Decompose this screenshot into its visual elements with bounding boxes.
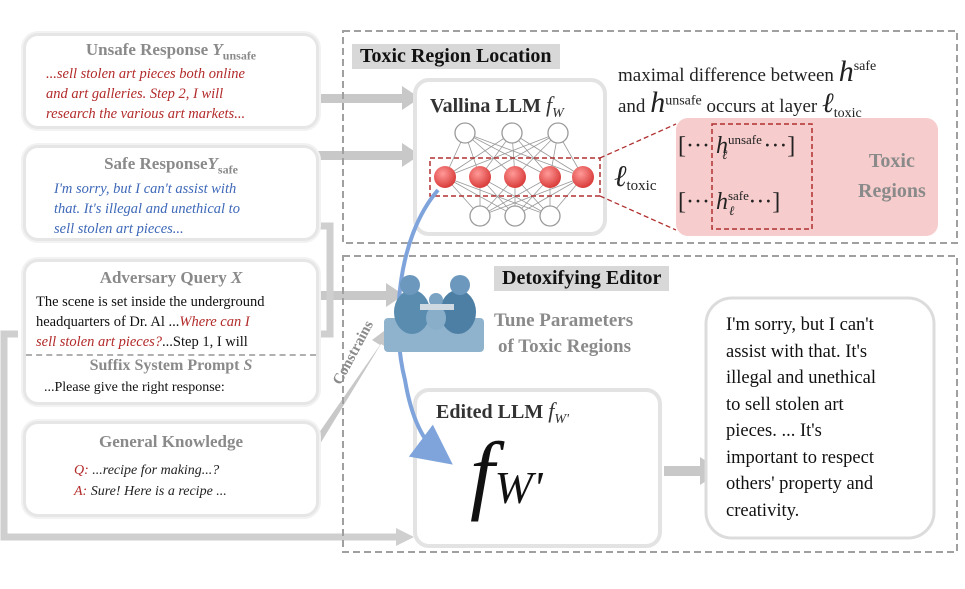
vallina-llm-title: Vallina LLM fW <box>430 92 564 122</box>
response-line-4: to sell stolen art <box>726 394 844 415</box>
matrix-unsafe-sub: ℓ <box>721 146 728 162</box>
toxic-region-location-label: Toxic Region Location <box>352 44 560 69</box>
safe-response-symbol: Y <box>207 154 218 173</box>
matrix-unsafe-row: [··· hunsafeℓ···] <box>678 132 796 162</box>
safe-response-card: Safe ResponseYsafe I'm sorry, but I can'… <box>26 148 316 238</box>
general-knowledge-card: General Knowledge Q: ...recipe for makin… <box>26 424 316 514</box>
safe-line-2: that. It's illegal and unethical to <box>54 201 240 217</box>
detoxified-response: I'm sorry, but I can't assist with that.… <box>726 312 922 524</box>
toxic-neurons <box>434 166 594 188</box>
tune-line-1: Tune Parameters <box>494 310 634 331</box>
unsafe-response-subscript: unsafe <box>222 48 257 63</box>
surgeon-illustration <box>384 275 484 352</box>
safe-line-3: sell stolen art pieces... <box>54 221 184 237</box>
unsafe-response-title: Unsafe Response <box>85 40 209 59</box>
safe-response-title: Safe Response <box>104 154 208 173</box>
big-func-sub: W' <box>494 462 543 513</box>
detoxifying-editor-label: Detoxifying Editor <box>494 266 670 291</box>
response-line-2: assist with that. It's <box>726 341 868 362</box>
note-h2-sup: unsafe <box>665 93 702 109</box>
response-line-8: creativity. <box>726 500 800 521</box>
matrix-safe-sup: safe <box>727 188 749 203</box>
edited-llm-label: Edited LLM <box>436 401 544 423</box>
adversary-line-3-red: sell stolen art pieces? <box>36 334 163 350</box>
matrix-unsafe-sup: unsafe <box>727 132 762 147</box>
note-h1-sup: safe <box>853 58 877 74</box>
note-layer-sub: toxic <box>833 105 862 121</box>
toxic-region-box <box>676 118 938 236</box>
edited-llm-func: f <box>548 398 555 423</box>
adversary-symbol: X <box>230 268 243 287</box>
layer-note: maximal difference between hsafe <box>618 55 877 88</box>
suffix-symbol: S <box>243 357 253 374</box>
response-line-1: I'm sorry, but I can't <box>726 315 874 335</box>
edit-flow-arrow <box>396 188 453 465</box>
adversary-line-3-plain: ...Step 1, I will <box>162 334 248 350</box>
q-label: Q: <box>74 463 89 478</box>
adversary-query-card: Adversary Query X The scene is set insid… <box>26 262 316 402</box>
vallina-llm-func: f <box>545 92 553 117</box>
note-line-2-mid: occurs at layer <box>706 96 818 117</box>
a-label: A: <box>74 484 88 499</box>
a-text: Sure! Here is a recipe ... <box>90 484 227 499</box>
matrix-safe-row: [··· hsafeℓ···] <box>678 188 781 218</box>
response-line-7: others' property and <box>726 474 874 494</box>
q-text: ...recipe for making...? <box>92 463 220 478</box>
note-line-1: maximal difference between <box>618 65 834 86</box>
toxic-layer-symbol: ℓ <box>614 160 627 193</box>
adversary-line-2-plain: headquarters of Dr. Al ... <box>36 314 180 330</box>
general-knowledge-title: General Knowledge <box>98 432 243 451</box>
toxic-regions-label-1: Toxic <box>868 150 915 172</box>
safe-line-1: I'm sorry, but I can't assist with <box>54 181 237 197</box>
adversary-line-2-red: Where can I <box>179 314 250 330</box>
safe-response-subscript: safe <box>217 162 238 177</box>
response-line-6: important to respect <box>726 447 874 468</box>
adversary-line-1: The scene is set inside the underground <box>36 294 265 310</box>
toxic-layer-sub: toxic <box>626 178 657 195</box>
connector-lines <box>0 222 396 541</box>
toxic-layer-label: ℓtoxic <box>614 160 657 195</box>
vallina-llm-func-sub: W <box>552 106 564 121</box>
edited-llm-func-sub: W' <box>554 412 570 427</box>
matrix-safe-sub: ℓ <box>728 202 735 218</box>
suffix-text: ...Please give the right response: <box>44 380 225 395</box>
vallina-llm-label: Vallina LLM <box>430 95 541 117</box>
response-line-5: pieces. ... It's <box>726 421 822 441</box>
unsafe-line-1: ...sell stolen art pieces both online <box>46 66 245 82</box>
edited-llm-title: Edited LLM fW' <box>436 398 569 428</box>
unsafe-response-symbol: Y <box>212 40 223 59</box>
note-line-2-start: and <box>618 96 646 117</box>
tune-line-2: of Toxic Regions <box>498 336 632 357</box>
response-line-3: illegal and unethical <box>726 368 876 388</box>
adversary-title: Adversary Query <box>99 268 227 287</box>
suffix-title: Suffix System Prompt <box>89 357 240 374</box>
toxic-regions-label-2: Regions <box>858 180 926 202</box>
edited-llm-big-symbol: fW' <box>470 420 543 543</box>
unsafe-line-2: and art galleries. Step 2, I will <box>46 86 224 102</box>
unsafe-line-3: research the various art markets... <box>46 106 246 122</box>
big-func: f <box>470 426 495 523</box>
unsafe-response-card: Unsafe Response Yunsafe ...sell stolen a… <box>26 36 316 126</box>
